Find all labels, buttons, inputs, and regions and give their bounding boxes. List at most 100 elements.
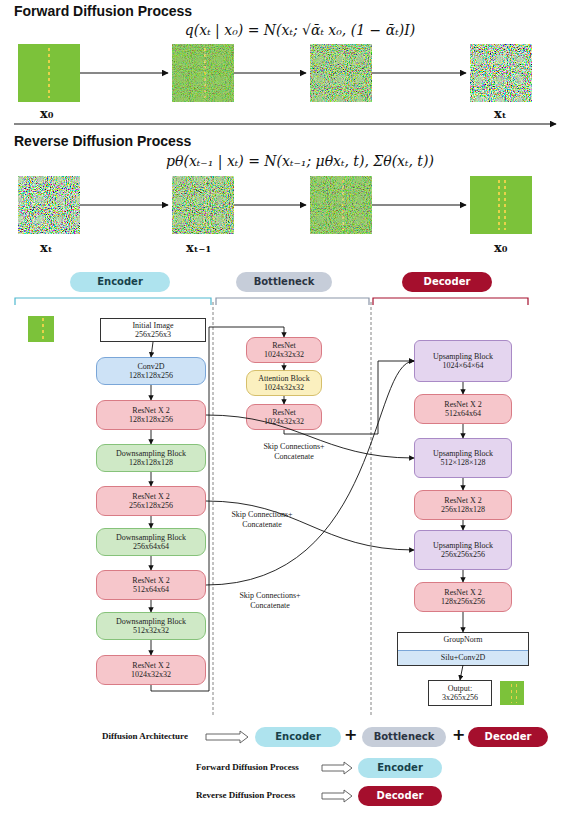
node-text: 512×128×128 xyxy=(440,458,485,467)
section-bracket xyxy=(216,298,369,305)
node-text: 1024x32x32 xyxy=(264,383,304,392)
groupnorm-box: GroupNormSilu+Conv2D xyxy=(397,632,529,666)
node-text: 256x256x256 xyxy=(441,550,485,559)
node-text: Upsampling Block xyxy=(433,352,493,361)
flow-connector xyxy=(151,516,152,528)
noise-image xyxy=(172,44,234,102)
skip-connection xyxy=(206,501,414,550)
resnet-block: ResNet X 2512x64x64 xyxy=(96,570,206,600)
node-text: Bottleneck xyxy=(254,276,315,288)
image-marks xyxy=(40,318,46,340)
section-header: Encoder xyxy=(70,272,170,292)
noise-image xyxy=(310,44,372,102)
flow-connector xyxy=(463,520,464,530)
noise-image xyxy=(470,44,532,102)
variable-label: xₜ₋₁ xyxy=(186,240,211,255)
noise-image xyxy=(18,44,80,102)
node-text: 128x256x256 xyxy=(441,597,485,606)
node-text: Encoder xyxy=(275,731,321,743)
noise-image xyxy=(310,176,372,234)
node-text: ResNet xyxy=(272,408,296,417)
section-header: Bottleneck xyxy=(236,272,332,292)
downsampling-block: Downsampling Block256x64x64 xyxy=(96,528,206,556)
flow-connector xyxy=(284,361,414,434)
section-bracket xyxy=(373,298,528,305)
node-text: ResNet X 2 xyxy=(132,492,169,501)
section-header: Decoder xyxy=(402,272,492,292)
skip-connection xyxy=(206,415,414,458)
process-arrow xyxy=(80,73,168,74)
node-text: Output: 3x265x256 xyxy=(429,684,491,702)
flow-connector xyxy=(151,342,153,357)
legend-pill: Decoder xyxy=(358,786,442,806)
time-axis xyxy=(14,124,556,125)
variable-label: x₀ xyxy=(494,240,507,255)
output-box: Output: 3x265x256 xyxy=(428,680,492,706)
image-marks xyxy=(511,683,517,703)
noise-overlay xyxy=(172,176,234,234)
legend-pill: Encoder xyxy=(255,727,341,747)
node-text: ResNet X 2 xyxy=(132,661,169,670)
section-bracket xyxy=(15,298,211,305)
upsampling-block: Upsampling Block256x256x256 xyxy=(414,530,512,570)
flow-connector xyxy=(284,363,285,370)
node-text: ResNet X 2 xyxy=(444,588,481,597)
node-text: Initial Image xyxy=(132,321,173,330)
edge-label: Skip Connections+ Concatenate xyxy=(252,442,336,461)
skip-connection xyxy=(206,361,414,585)
process-arrow xyxy=(372,205,466,206)
legend-text: Reverse Diffusion Process xyxy=(196,790,295,800)
node-text: Silu+Conv2D xyxy=(441,653,486,662)
flow-connector xyxy=(151,640,152,655)
resnet-block: ResNet1024x32x32 xyxy=(246,404,322,430)
node-text: Decoder xyxy=(377,790,424,802)
node-text: 256x256x3 xyxy=(135,330,171,339)
downsampling-block: Downsampling Block128x128x128 xyxy=(96,444,206,472)
conv-block: Conv2D128x128x256 xyxy=(96,357,206,385)
node-text: 1024×64×64 xyxy=(442,361,483,370)
node-text: 512x64x64 xyxy=(133,585,169,594)
legend-text: Diffusion Architecture xyxy=(102,731,188,741)
legend-pill: Bottleneck xyxy=(362,727,446,747)
upsampling-block: Upsampling Block1024×64×64 xyxy=(414,340,512,382)
noise-overlay xyxy=(470,44,532,102)
node-text: Encoder xyxy=(97,276,143,288)
node-text: Bottleneck xyxy=(374,731,435,743)
section-divider xyxy=(371,302,372,716)
node-text: 256x128x128 xyxy=(441,505,485,514)
node-text: Decoder xyxy=(424,276,471,288)
node-text: 1024x32x32 xyxy=(264,350,304,359)
node-text: 1024x32x32 xyxy=(131,670,171,679)
activation-band: Silu+Conv2D xyxy=(398,650,528,665)
section-title: Reverse Diffusion Process xyxy=(14,133,191,149)
process-arrow xyxy=(234,73,306,74)
hollow-arrow xyxy=(322,762,352,774)
image-marks xyxy=(46,48,54,98)
edge-label: Skip Connections+ Concatenate xyxy=(228,591,312,610)
formula: q(xₜ | x₀) = N(xₜ; √ᾱₜ x₀, (1 − ᾱₜ)I) xyxy=(120,22,480,38)
flow-connector xyxy=(151,556,152,570)
flow-connector xyxy=(151,430,152,444)
noise-overlay xyxy=(18,176,80,234)
section-divider xyxy=(213,302,214,716)
node-text: Upsampling Block xyxy=(433,541,493,550)
flow-connector xyxy=(463,382,464,394)
node-text: ResNet X 2 xyxy=(444,400,481,409)
node-text: ResNet X 2 xyxy=(132,576,169,585)
noise-overlay xyxy=(310,176,372,234)
section-title: Forward Diffusion Process xyxy=(14,3,192,19)
hollow-arrow xyxy=(206,731,248,743)
noise-image xyxy=(18,176,80,234)
legend-pill: Decoder xyxy=(468,727,548,747)
resnet-block: ResNet X 2128x256x256 xyxy=(414,582,512,612)
node-text: ResNet X 2 xyxy=(132,406,169,415)
node-text: Downsampling Block xyxy=(116,617,186,626)
node-text: 1024x32x32 xyxy=(264,417,304,426)
flow-connector xyxy=(151,600,152,612)
flow-connector xyxy=(460,665,463,680)
resnet-block: ResNet X 2256x128x128 xyxy=(414,490,512,520)
node-text: Downsampling Block xyxy=(116,449,186,458)
flow-connector xyxy=(151,327,284,691)
process-arrow xyxy=(234,205,306,206)
